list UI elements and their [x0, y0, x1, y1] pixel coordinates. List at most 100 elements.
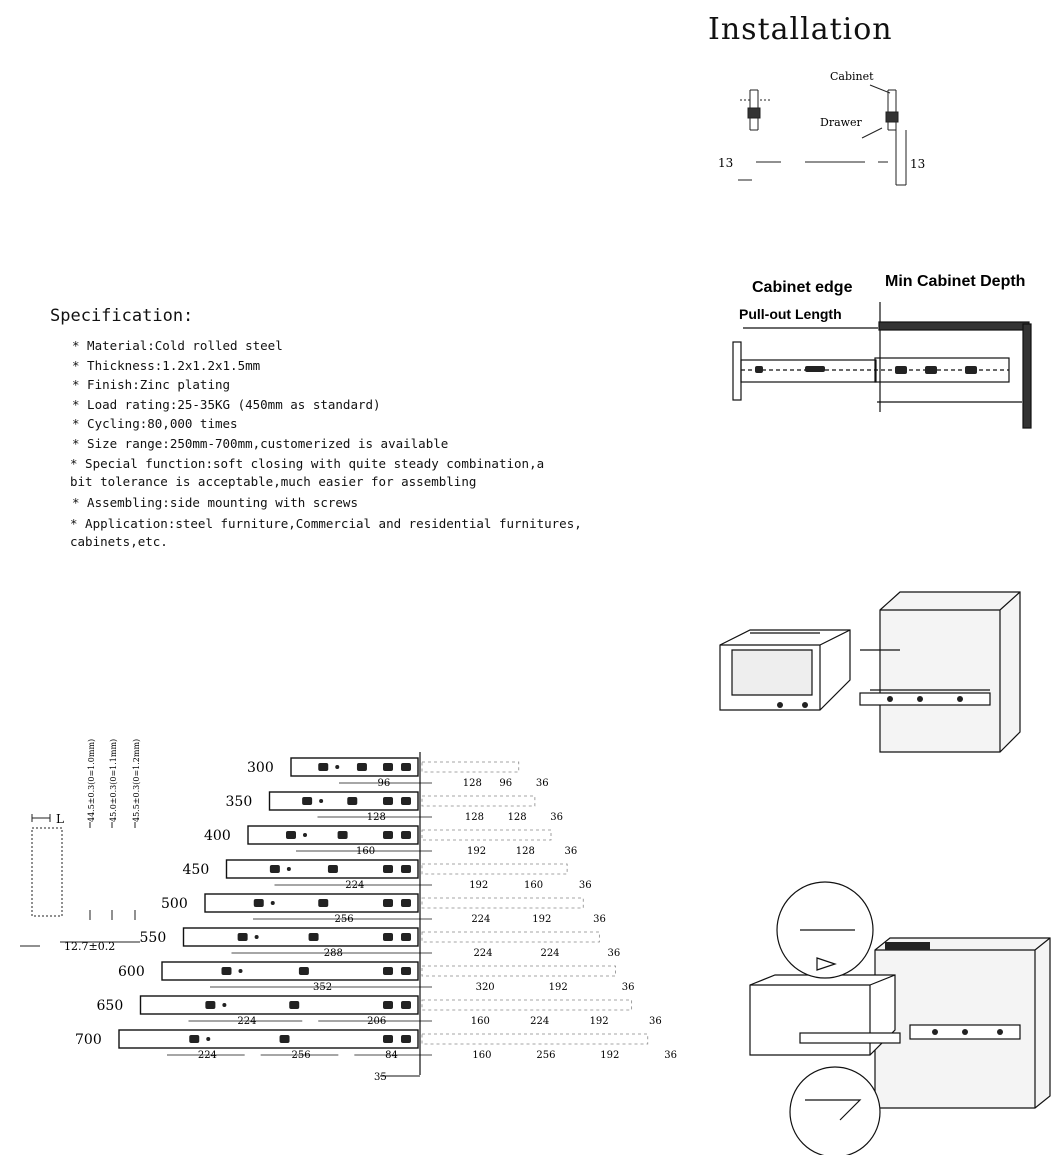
rail-hole	[383, 967, 393, 975]
rail-hole	[401, 1001, 411, 1009]
cabinet-edge-label: Cabinet edge	[752, 279, 853, 296]
gap-left-dim: 13	[718, 156, 733, 170]
rail-hole	[383, 797, 393, 805]
cabinet-label: Cabinet	[830, 70, 874, 83]
rail-hole	[383, 1001, 393, 1009]
rail-hole	[308, 933, 319, 941]
hole-spacing-dim: 256	[335, 914, 354, 925]
hole-spacing-dim: 224	[198, 1050, 217, 1061]
rail-hole	[205, 1001, 216, 1009]
rail-body-450	[225, 859, 419, 879]
rail-body-600	[161, 961, 419, 981]
rail-extension-600	[421, 965, 616, 977]
spec-size-range: * Size range:250mm-700mm,customerized is…	[72, 435, 449, 451]
rail-dot	[254, 935, 259, 939]
extension-dim: 36	[607, 948, 620, 959]
profile-bottom-dim: 12.7±0.2	[64, 940, 115, 953]
profile-height-3: 45.5±0.3(0=1.2mm)	[132, 739, 141, 822]
rail-body-650	[139, 995, 419, 1015]
rail-body-350	[268, 791, 419, 811]
rail-dot	[270, 901, 275, 905]
rail-hole	[269, 865, 280, 873]
min-cabinet-depth-label: Min Cabinet Depth	[885, 273, 1025, 290]
rail-length-label: 300	[247, 760, 274, 776]
extension-dim: 256	[536, 1050, 555, 1061]
rail-hole	[401, 899, 411, 907]
rail-hole	[279, 1035, 290, 1043]
rail-hole	[401, 933, 411, 941]
rail-hole	[401, 831, 411, 839]
rail-hole	[401, 865, 411, 873]
extension-dim: 192	[469, 880, 488, 891]
drawer-cabinet-isometric-top	[719, 591, 1021, 753]
hole-spacing-dim: 256	[292, 1050, 311, 1061]
extension-dim: 160	[524, 880, 543, 891]
rail-extension-350	[421, 795, 536, 807]
extension-dim: 320	[476, 982, 495, 993]
extension-dim: 128	[463, 778, 482, 789]
rail-dot	[206, 1037, 211, 1041]
rail-length-label: 650	[97, 998, 124, 1014]
hole-spacing-dim: 224	[345, 880, 364, 891]
extension-dim: 192	[467, 846, 486, 857]
rail-hole	[189, 1035, 200, 1043]
spec-finish: * Finish:Zinc plating	[72, 377, 231, 392]
rail-body-500	[204, 893, 419, 913]
rail-length-label: 600	[118, 964, 145, 980]
spec-special-function: * Special function:soft closing with qui…	[70, 456, 545, 489]
rail-extension-700	[421, 1033, 649, 1045]
hole-spacing-dim: 160	[356, 846, 375, 857]
specification-list: * Material:Cold rolled steel * Thickness…	[70, 336, 612, 553]
rail-hole	[383, 899, 393, 907]
extension-dim: 128	[465, 812, 484, 823]
hole-spacing-dim: 224	[237, 1016, 256, 1027]
rail-hole	[253, 899, 264, 907]
rail-hole	[337, 831, 348, 839]
hole-spacing-dim: 206	[367, 1016, 386, 1027]
hole-spacing-dim: 96	[378, 778, 391, 789]
rail-length-label: 350	[226, 794, 253, 810]
extension-dim: 36	[593, 914, 606, 925]
spec-assembling: * Assembling:side mounting with screws	[72, 495, 358, 510]
rail-extension-650	[421, 999, 633, 1011]
extension-dim: 36	[536, 778, 549, 789]
rail-hole	[383, 1035, 393, 1043]
hole-spacing-dim: 128	[367, 812, 386, 823]
extension-dim: 224	[530, 1016, 549, 1027]
rail-extension-500	[421, 897, 584, 909]
rail-dot	[319, 799, 324, 803]
rail-hole	[383, 865, 393, 873]
extension-dim: 192	[600, 1050, 619, 1061]
cabinet-depth-diagram: Cabinet edge Min Cabinet Depth Pull-out …	[732, 273, 1032, 429]
spec-thickness: * Thickness:1.2x1.2x1.5mm	[72, 357, 261, 373]
extension-dim: 36	[649, 1016, 662, 1027]
rail-hole	[383, 831, 393, 839]
rail-hole	[401, 797, 411, 805]
rail-length-label: 550	[140, 930, 167, 946]
rail-body-700	[118, 1029, 419, 1049]
extension-dim: 36	[664, 1050, 677, 1061]
spec-material: * Material:Cold rolled steel	[72, 338, 283, 353]
extension-dim: 224	[471, 914, 490, 925]
rail-hole	[383, 763, 393, 771]
rail-extension-450	[421, 863, 568, 875]
extension-dim: 224	[473, 948, 492, 959]
rail-dot	[286, 867, 291, 871]
rail-dot	[238, 969, 243, 973]
rail-hole	[347, 797, 358, 805]
extension-dim: 192	[532, 914, 551, 925]
rail-hole	[221, 967, 232, 975]
profile-height-1: 44.5±0.3(0=1.0mm)	[87, 739, 96, 822]
spec-load-rating: * Load rating:25-35KG (450mm as standard…	[72, 396, 381, 412]
extension-dim: 128	[508, 812, 527, 823]
spec-application: * Application:steel furniture,Commercial…	[70, 515, 582, 549]
extension-dim: 160	[472, 1050, 491, 1061]
rail-hole	[318, 763, 329, 771]
front-offset-dim: 35	[374, 1072, 387, 1083]
rail-hole	[327, 865, 338, 873]
rail-dot	[303, 833, 307, 837]
drawer-label: Drawer	[820, 116, 863, 129]
extension-dim: 192	[549, 982, 568, 993]
rail-body-400	[247, 825, 419, 845]
